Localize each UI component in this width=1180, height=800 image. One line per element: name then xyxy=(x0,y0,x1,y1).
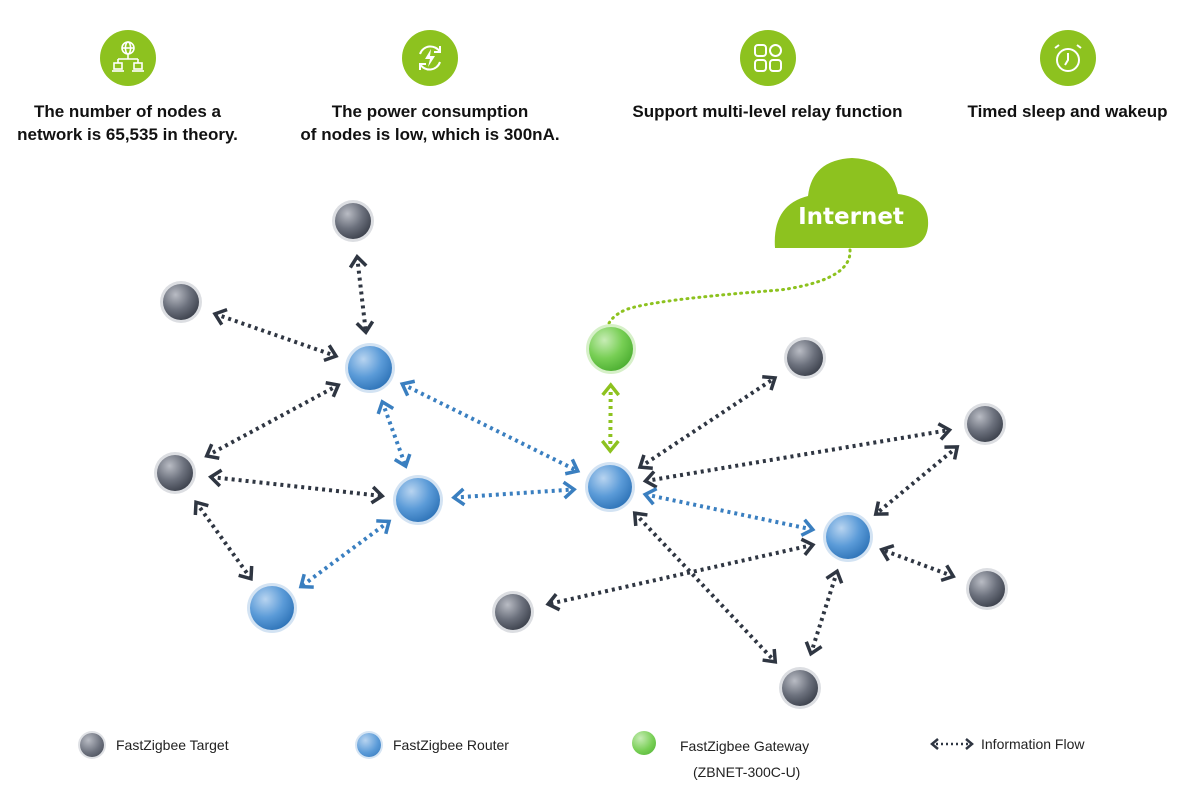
legend-label: FastZigbee Target xyxy=(116,737,229,753)
alarm-clock-icon xyxy=(1039,30,1096,86)
legend-model: (ZBNET-300C-U) xyxy=(693,764,801,780)
information-flow-arrow xyxy=(193,499,254,582)
feature-line: of nodes is low, which is 300nA. xyxy=(300,125,560,144)
information-flow-arrow xyxy=(642,487,816,537)
information-flow-icon xyxy=(930,738,974,750)
feature-line: The power consumption xyxy=(331,102,529,121)
feature-line: The number of nodes a xyxy=(33,102,222,121)
internet-cloud: Internet xyxy=(774,158,929,248)
information-flow-arrow xyxy=(451,480,577,507)
feature-line: Support multi-level relay function xyxy=(632,102,903,121)
feature-line: Timed sleep and wakeup xyxy=(967,102,1168,121)
feature-line: network is 65,535 in theory. xyxy=(17,125,238,144)
information-flow-arrow xyxy=(348,253,375,336)
legend-label: Information Flow xyxy=(981,736,1085,752)
information-flow-arrow xyxy=(399,379,581,476)
router-node xyxy=(823,512,873,562)
information-flow-arrow xyxy=(207,468,386,505)
feature-node-count: The number of nodes a network is 65,535 … xyxy=(0,30,255,146)
router-node-icon xyxy=(357,733,381,757)
target-node xyxy=(492,591,534,633)
feature-sleep: Timed sleep and wakeup xyxy=(955,30,1180,123)
feature-power: The power consumption of nodes is low, w… xyxy=(285,30,575,146)
feature-text: The number of nodes a network is 65,535 … xyxy=(0,100,255,146)
information-flow-arrow xyxy=(600,382,621,454)
target-node xyxy=(966,568,1008,610)
information-flow-arrow xyxy=(637,374,778,471)
target-node xyxy=(779,667,821,709)
information-flow-arrow xyxy=(632,511,778,664)
target-node xyxy=(160,281,202,323)
information-flow-arrow xyxy=(804,568,844,657)
gateway-node xyxy=(586,324,636,374)
feature-text: The power consumption of nodes is low, w… xyxy=(285,100,575,146)
feature-relay: Support multi-level relay function xyxy=(615,30,920,123)
information-flow-arrow xyxy=(879,543,956,583)
router-node xyxy=(585,462,635,512)
target-node xyxy=(154,452,196,494)
target-node-icon xyxy=(80,733,104,757)
power-cycle-icon xyxy=(402,30,458,86)
router-node xyxy=(345,343,395,393)
target-node xyxy=(784,337,826,379)
internet-link xyxy=(605,248,852,332)
information-flow-arrow xyxy=(873,445,960,516)
router-node xyxy=(247,583,297,633)
feature-text: Timed sleep and wakeup xyxy=(955,100,1180,123)
feature-text: Support multi-level relay function xyxy=(615,100,920,123)
target-node xyxy=(332,200,374,242)
legend-label: FastZigbee Router xyxy=(393,737,509,753)
network-icon xyxy=(99,30,156,86)
information-flow-arrow xyxy=(298,519,392,589)
internet-label: Internet xyxy=(798,204,904,230)
information-flow-arrow xyxy=(642,422,953,489)
information-flow-arrow xyxy=(545,537,816,612)
router-node xyxy=(393,475,443,525)
information-flow-arrow xyxy=(204,381,341,460)
information-flow-arrow xyxy=(376,399,412,469)
target-node xyxy=(964,403,1006,445)
relay-grid-icon xyxy=(739,30,796,86)
gateway-node-icon xyxy=(632,731,656,755)
information-flow-arrow xyxy=(212,307,339,363)
legend-label: FastZigbee Gateway xyxy=(680,738,810,754)
